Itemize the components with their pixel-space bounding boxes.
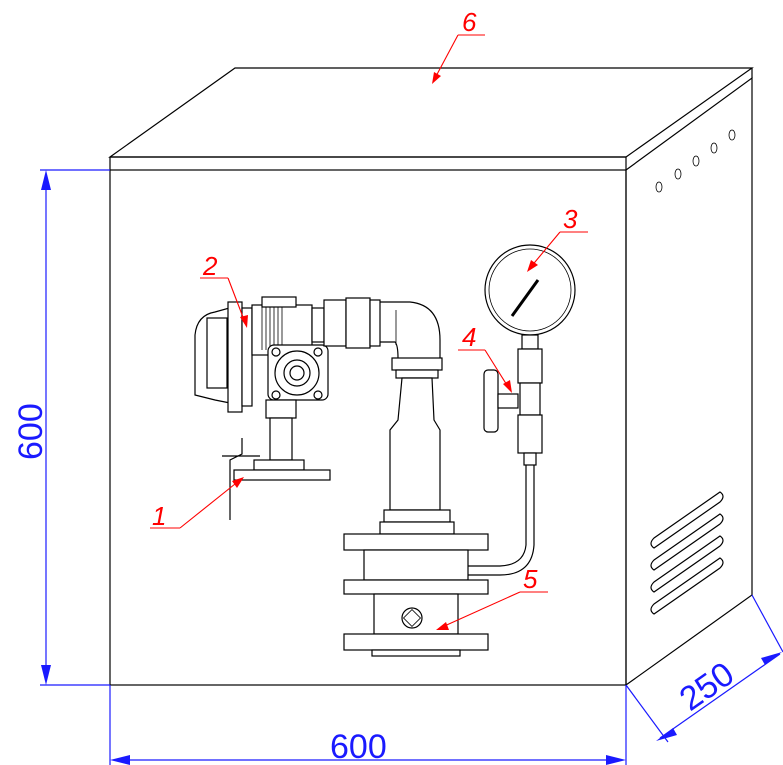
elbow-pipe [380, 301, 443, 371]
shutoff-valve [483, 369, 519, 433]
spring-hatch [261, 307, 283, 350]
dimension-lines [40, 169, 783, 765]
depth-label: 250 [673, 655, 741, 719]
impulse-tube [468, 465, 527, 567]
callout-6: 6 [462, 7, 477, 37]
ventilation-holes [655, 129, 736, 193]
side-face [625, 76, 753, 687]
gas-regulator [194, 296, 381, 520]
side-louvers [650, 491, 724, 615]
callout-1: 1 [152, 501, 166, 531]
pressure-gauge [484, 244, 576, 466]
height-label: 600 [12, 403, 50, 460]
cabinet-body [108, 67, 754, 687]
top-lid [108, 67, 754, 158]
callout-leaders [150, 34, 588, 630]
callout-3: 3 [563, 204, 578, 234]
width-label: 600 [330, 728, 387, 765]
vertical-column [343, 369, 489, 657]
front-face [109, 169, 627, 686]
callout-2: 2 [202, 251, 218, 281]
callout-5: 5 [523, 564, 538, 594]
callout-4: 4 [462, 322, 476, 352]
